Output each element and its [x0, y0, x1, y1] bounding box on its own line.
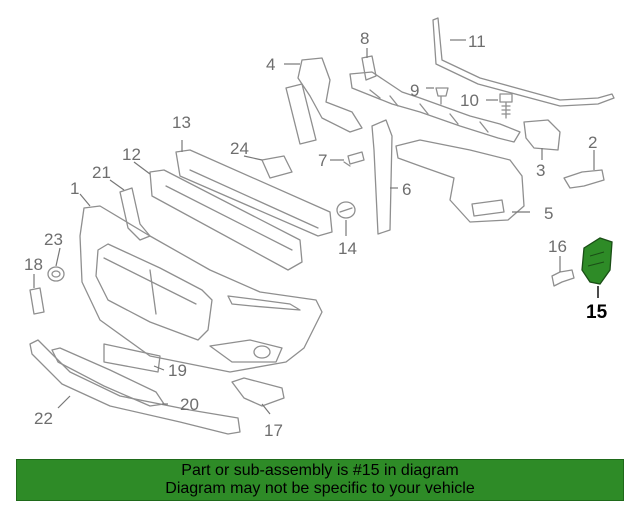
part-7-bolt: [343, 151, 365, 167]
callout-24: 24: [230, 139, 249, 158]
callout-4: 4: [266, 55, 275, 74]
leader-lines: [33, 39, 599, 415]
callout-18: 18: [24, 255, 43, 274]
callout-13: 13: [172, 113, 191, 132]
callout-8: 8: [360, 29, 369, 48]
callout-15: 15: [586, 302, 608, 323]
part-12-absorber: [149, 169, 303, 271]
callout-11: 11: [468, 32, 486, 51]
part-22-spoiler: [29, 339, 241, 435]
callout-16: 16: [548, 237, 567, 256]
part-15-highlighted-bracket[interactable]: [581, 237, 613, 285]
callout-12: 12: [122, 145, 141, 164]
part-23-sensor: [47, 266, 65, 282]
callout-17: 17: [264, 421, 283, 440]
part-10-bolt: [499, 93, 513, 119]
callout-21: 21: [92, 163, 111, 182]
part-16-bolt: [551, 269, 575, 287]
banner-part-line: Part or sub-assembly is #15 in diagram: [181, 462, 459, 479]
banner-disclaimer-line: Diagram may not be specific to your vehi…: [165, 480, 475, 497]
part-8-bracket: [349, 55, 521, 143]
callout-1: 1: [70, 179, 79, 198]
part-3-bracket: [523, 119, 561, 151]
part-17-cover: [231, 377, 285, 407]
callout-5: 5: [544, 204, 553, 223]
callout-14: 14: [338, 239, 357, 258]
part-13-bar: [175, 149, 333, 237]
part-24-sensor: [261, 155, 293, 179]
callout-6: 6: [402, 180, 411, 199]
callout-3: 3: [536, 161, 545, 180]
callout-9: 9: [410, 81, 419, 100]
callout-7: 7: [318, 151, 327, 170]
part-9-clip: [435, 87, 449, 105]
part-4-bracket: [285, 57, 363, 145]
callout-22: 22: [34, 409, 53, 428]
part-14-cap: [336, 201, 356, 219]
callout-2: 2: [588, 133, 597, 152]
callout-20: 20: [180, 395, 199, 414]
callout-23: 23: [44, 230, 63, 249]
part-2-bracket: [563, 169, 605, 189]
callout-19: 19: [168, 361, 187, 380]
part-info-banner: Part or sub-assembly is #15 in diagram D…: [16, 459, 624, 501]
part-6-support: [371, 119, 393, 235]
part-19-bracket: [103, 343, 161, 373]
part-5-bracket: [395, 139, 525, 223]
callout-10: 10: [460, 91, 479, 110]
part-1-bumper-cover: [79, 205, 323, 373]
part-11-strip: [432, 17, 615, 107]
part-18-reflector: [29, 287, 45, 315]
part-21-bracket: [119, 187, 151, 241]
